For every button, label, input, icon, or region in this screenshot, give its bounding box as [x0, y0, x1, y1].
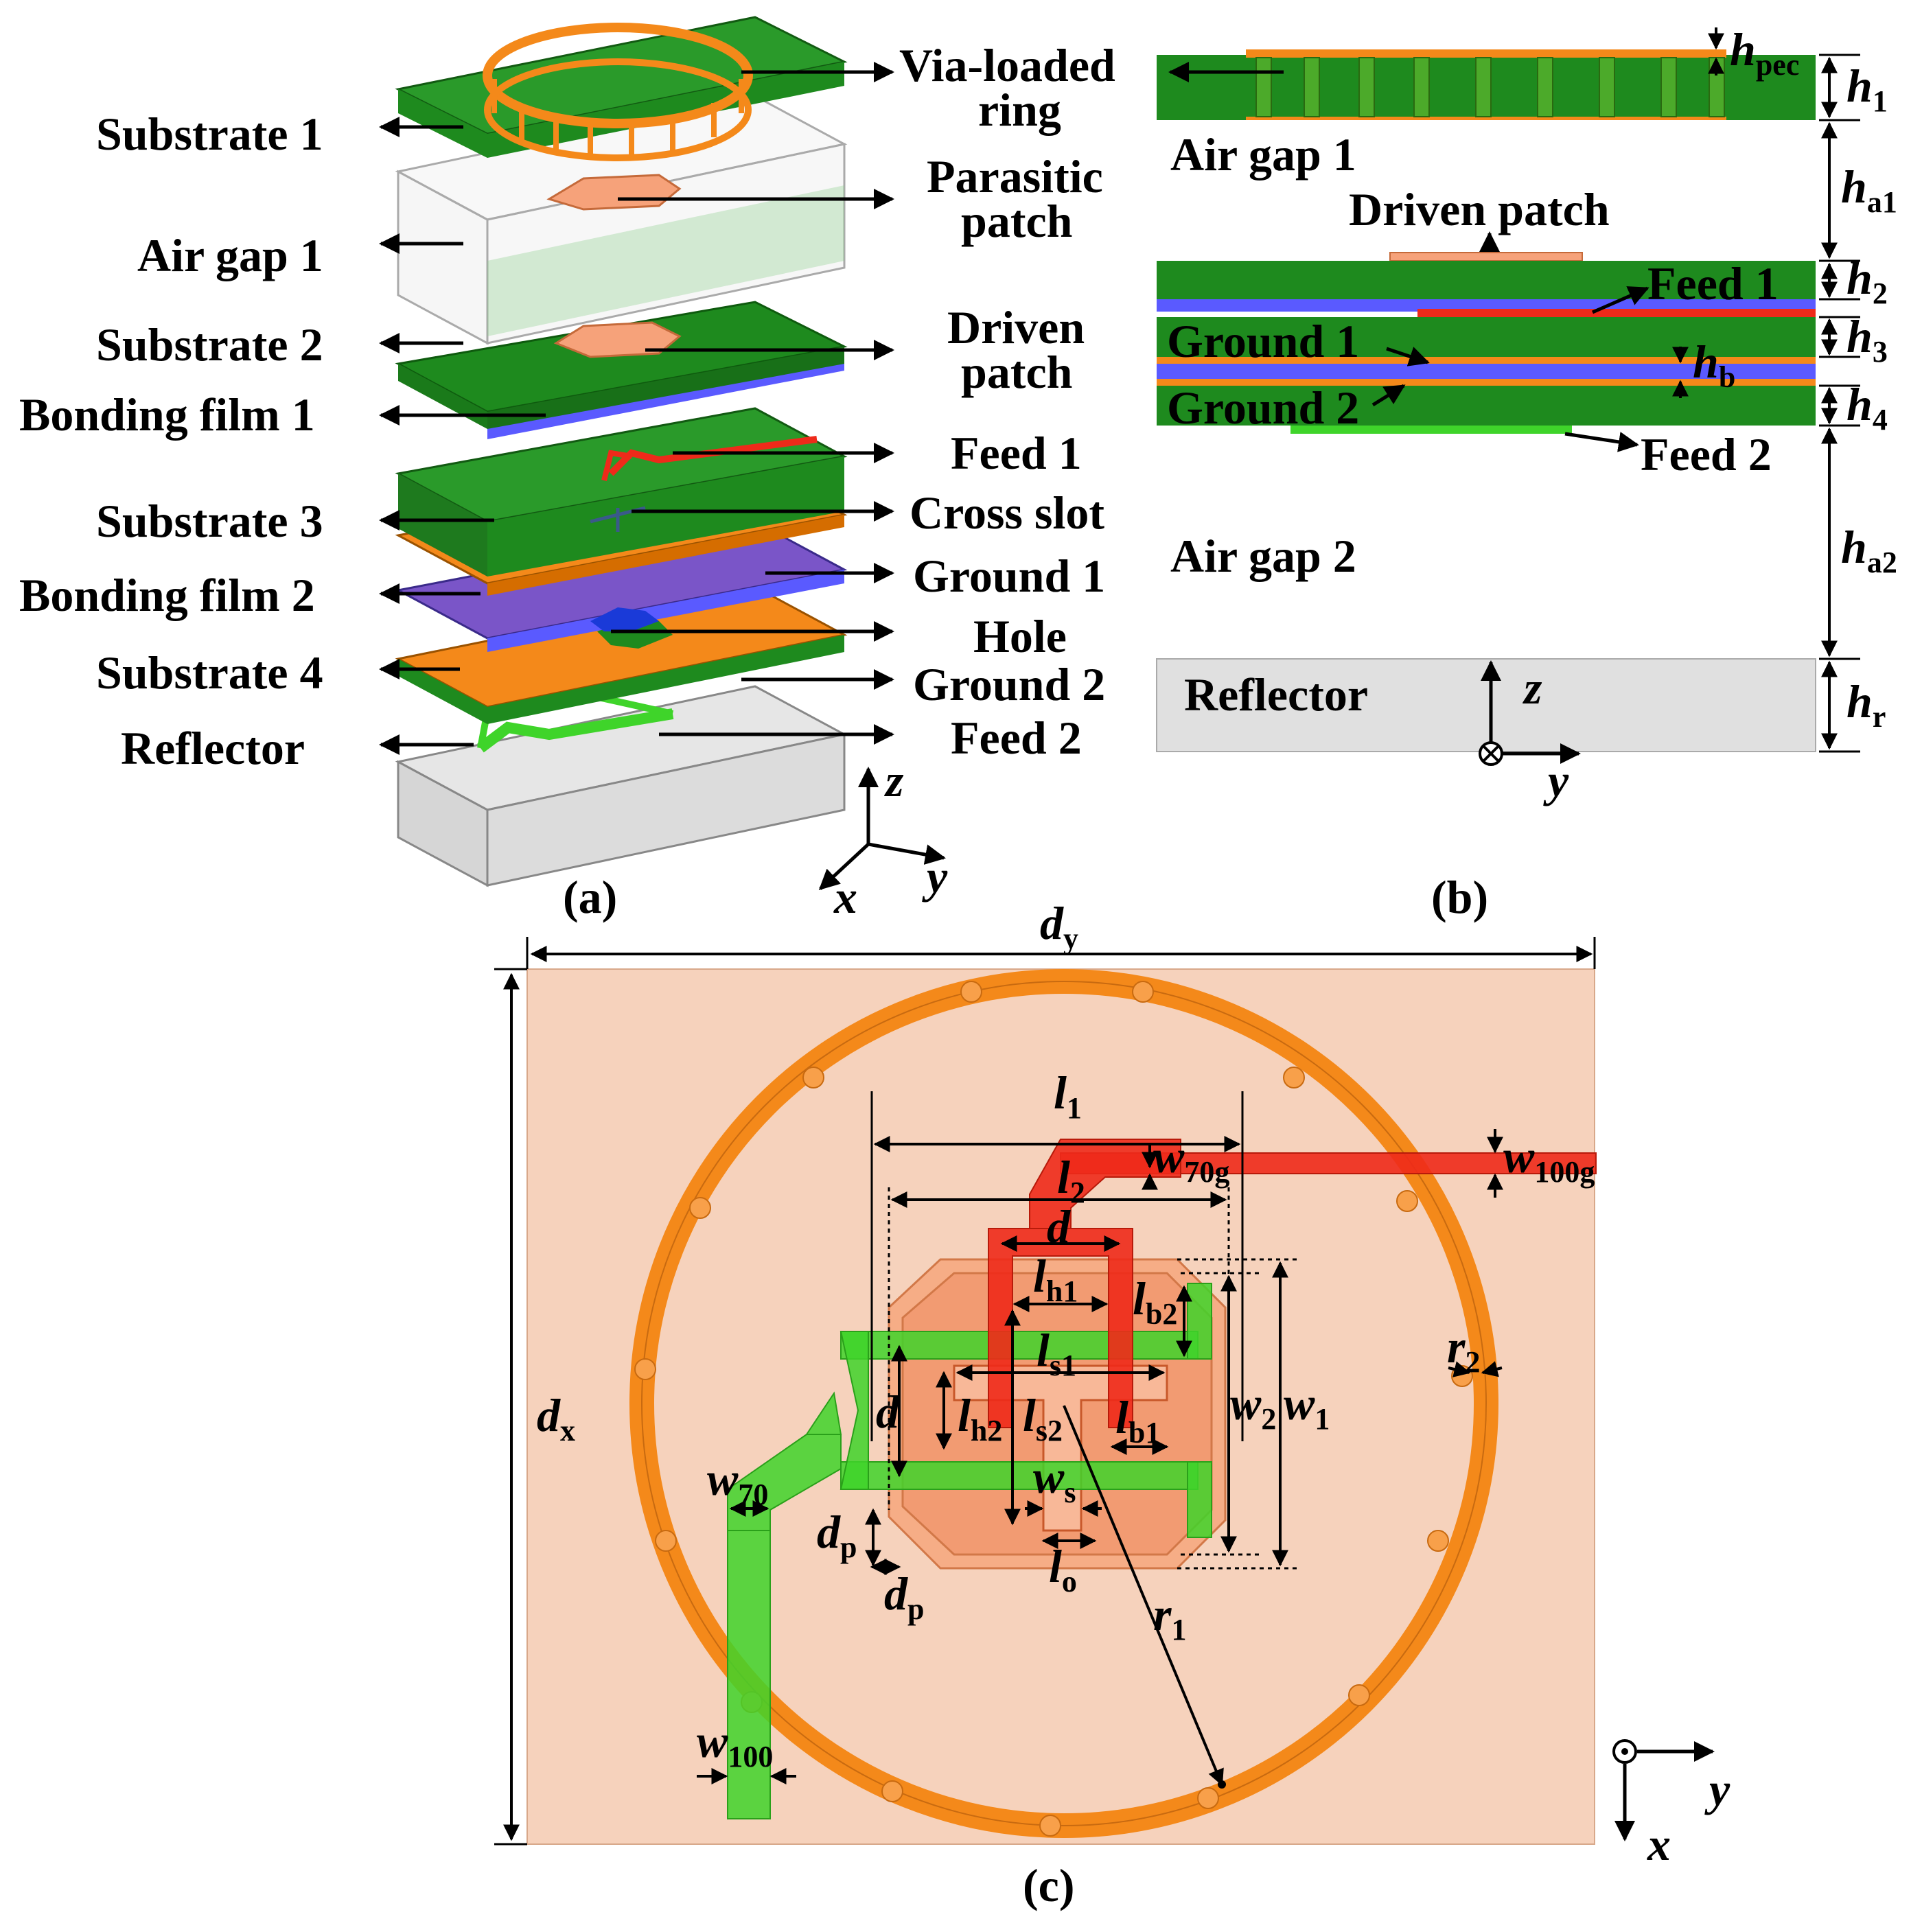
c-ring-vias	[634, 981, 1473, 1837]
dim-lb2: lb2	[1133, 1272, 1177, 1331]
dim-lb1: lb1	[1115, 1391, 1160, 1450]
dim-l2: l2	[1057, 1151, 1085, 1209]
label-ground-1: Ground 1	[913, 550, 1105, 602]
dim-hr: hr	[1846, 675, 1886, 734]
dim-r2: r2	[1447, 1320, 1480, 1379]
label-substrate-2: Substrate 2	[96, 318, 323, 371]
axis-a-x: x	[833, 871, 857, 923]
b-label-air-gap-2: Air gap 2	[1170, 530, 1356, 582]
dim-hb: hb	[1693, 336, 1735, 394]
b-label-reflector: Reflector	[1184, 668, 1368, 721]
label-bonding-film-2: Bonding film 2	[19, 569, 315, 621]
c-feed-2	[727, 1283, 1212, 1819]
dim-d-left: d	[876, 1386, 900, 1438]
b-label-ground-2: Ground 2	[1167, 382, 1359, 434]
panel-c-top-view: dy dx l1 l2 w70g w100g d lh1 lb2	[494, 897, 1730, 1911]
dim-dp-2: dp	[884, 1568, 924, 1626]
label-parasitic-2: patch	[961, 195, 1072, 247]
b-label-air-gap-1: Air gap 1	[1170, 128, 1356, 181]
dim-dy: dy	[1040, 897, 1078, 955]
c-cross-slot	[953, 1364, 1168, 1532]
layer-substrate-1	[395, 16, 848, 161]
label-feed-2: Feed 2	[951, 712, 1082, 764]
axis-c-x: x	[1647, 1818, 1671, 1870]
dim-l1: l1	[1054, 1067, 1082, 1125]
panel-a-left-labels: Substrate 1 Air gap 1 Substrate 2 Bondin…	[19, 108, 546, 774]
label-feed-1: Feed 1	[951, 427, 1082, 479]
panel-c-dimensions: dy dx l1 l2 w70g w100g d lh1 lb2	[494, 897, 1596, 1846]
label-air-gap-1: Air gap 1	[137, 229, 323, 281]
dim-h-pec: hpec	[1730, 23, 1799, 82]
label-ground-2: Ground 2	[913, 658, 1105, 710]
b-substrate-3	[1157, 317, 1816, 357]
dim-h3: h3	[1846, 310, 1888, 369]
label-cross-slot: Cross slot	[910, 487, 1104, 539]
caption-c: (c)	[1023, 1859, 1074, 1911]
dim-lh1: lh1	[1033, 1250, 1078, 1308]
dim-r1: r1	[1153, 1588, 1186, 1646]
b-label-feed-2: Feed 2	[1641, 428, 1772, 480]
label-via-loaded-2: ring	[978, 84, 1061, 136]
layer-reflector	[395, 682, 848, 887]
dim-h1: h1	[1846, 60, 1888, 118]
label-substrate-3: Substrate 3	[96, 495, 323, 547]
label-via-loaded-1: Via-loaded	[899, 39, 1115, 91]
axis-a-z: z	[884, 754, 904, 806]
caption-b: (b)	[1431, 871, 1488, 923]
label-parasitic-1: Parasitic	[927, 150, 1103, 202]
caption-a: (a)	[563, 871, 617, 923]
panel-b-cross-section: Air gap 1 Driven patch Feed 1 Ground 1 G…	[1156, 23, 1897, 923]
b-substrate-2	[1157, 261, 1816, 299]
label-reflector: Reflector	[121, 722, 305, 774]
panel-b-dimensions: hpec h1 ha1 h2 h3 hb h4 ha2 hr	[1672, 23, 1897, 753]
dim-ls2: ls2	[1023, 1389, 1063, 1447]
dim-h2: h2	[1846, 252, 1888, 310]
panel-a-exploded-view: Substrate 1 Air gap 1 Substrate 2 Bondin…	[19, 16, 1115, 923]
dim-lo: lo	[1049, 1540, 1077, 1598]
dim-lh2: lh2	[958, 1389, 1002, 1447]
label-driven-1: Driven	[947, 301, 1085, 353]
panel-a-right-labels: Via-loaded ring Parasitic patch Driven p…	[611, 39, 1115, 764]
dim-dx: dx	[537, 1389, 575, 1447]
dim-ws: ws	[1033, 1451, 1076, 1509]
dim-w70g: w70g	[1153, 1130, 1229, 1189]
dim-w100g: w100g	[1503, 1130, 1595, 1189]
dim-dp-1: dp	[817, 1506, 857, 1564]
panel-c-axes: y x	[1612, 1739, 1730, 1870]
dim-d-top: d	[1047, 1200, 1071, 1253]
dim-ls1: ls1	[1037, 1324, 1076, 1382]
label-substrate-1: Substrate 1	[96, 108, 323, 160]
dim-ha2: ha2	[1841, 521, 1897, 579]
label-bonding-film-1: Bonding film 1	[19, 388, 315, 441]
dim-w70: w70	[707, 1453, 768, 1511]
dim-w1: w1	[1284, 1377, 1330, 1436]
label-hole: Hole	[973, 610, 1067, 662]
layer-air-gap-1	[395, 95, 848, 345]
b-label-ground-1: Ground 1	[1167, 315, 1359, 367]
axis-c-y: y	[1704, 1763, 1730, 1815]
panel-a-axes: z x y	[818, 754, 948, 923]
b-label-driven-patch: Driven patch	[1349, 183, 1610, 235]
label-driven-2: patch	[961, 346, 1072, 398]
axis-b-y: y	[1543, 754, 1569, 806]
panel-b-axes: z y	[1479, 660, 1581, 806]
layer-substrate-2	[395, 301, 848, 429]
layer-substrate-3	[395, 407, 848, 577]
dim-w100: w100	[697, 1715, 773, 1773]
b-label-feed-1: Feed 1	[1647, 257, 1779, 310]
axis-a-y: y	[922, 850, 948, 903]
dim-ha1: ha1	[1841, 161, 1897, 219]
label-substrate-4: Substrate 4	[96, 647, 323, 699]
b-substrate-4	[1157, 386, 1816, 426]
dim-h4: h4	[1846, 378, 1888, 437]
axis-b-z: z	[1522, 662, 1542, 714]
